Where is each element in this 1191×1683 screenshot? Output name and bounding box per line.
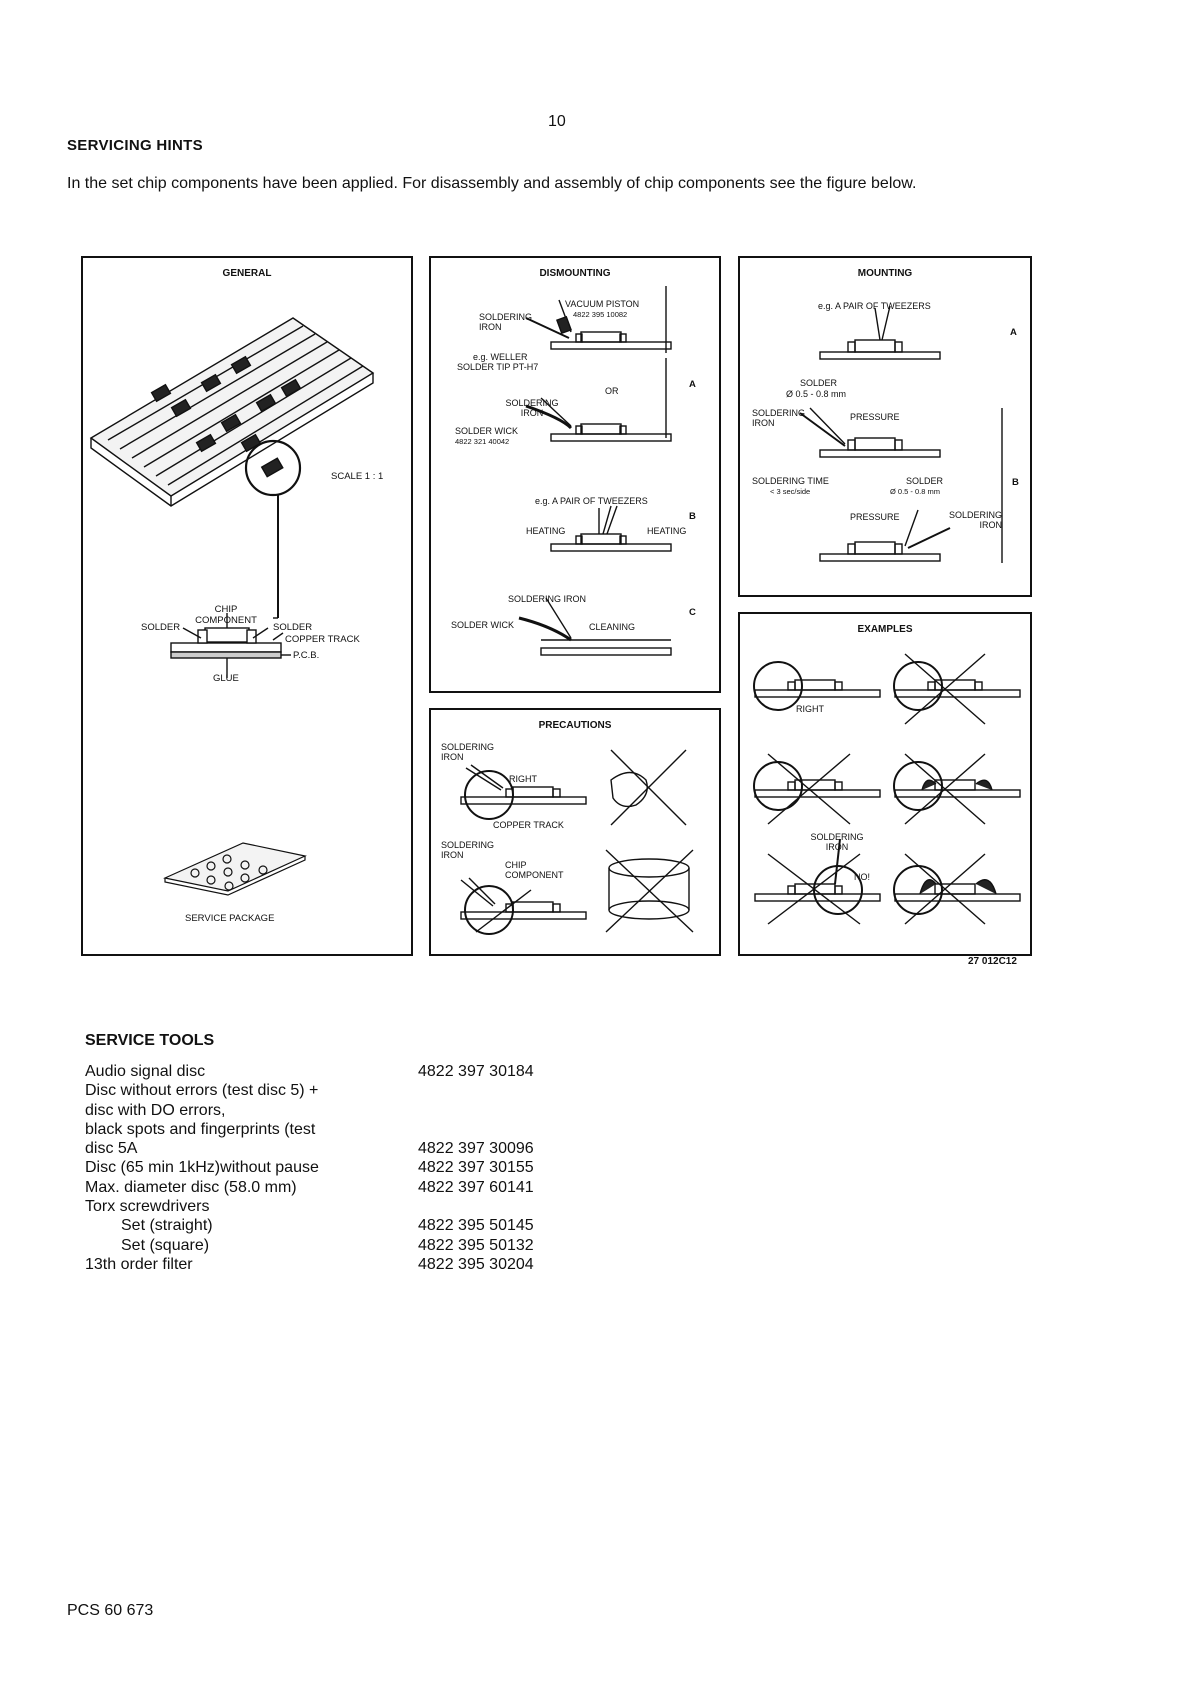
service-tool-code: 4822 397 60141 xyxy=(418,1178,534,1196)
general-panel: GENERAL xyxy=(81,256,413,956)
mark-c: C xyxy=(689,607,696,618)
heating-left-label: HEATING xyxy=(526,526,566,536)
service-tool-name: Set (square) xyxy=(121,1236,210,1254)
mounting-solder-dia-2: Ø 0.5 - 0.8 mm xyxy=(890,487,941,496)
mounting-solder-label: SOLDER xyxy=(800,378,838,388)
glue-label: GLUE xyxy=(213,673,239,684)
mounting-illustration xyxy=(799,305,1003,563)
prec-chip-component-label: CHIP COMPONENT xyxy=(505,860,564,880)
dismounting-title: DISMOUNTING xyxy=(539,268,611,279)
solder-tip-label: SOLDER TIP PT-H7 xyxy=(457,362,539,372)
cleaning-label: CLEANING xyxy=(589,622,636,632)
mounting-pressure-label-2: PRESSURE xyxy=(850,512,900,522)
vacuum-piston-label: VACUUM PISTON xyxy=(565,299,640,309)
service-tool-name: Disc (65 min 1kHz)without pause xyxy=(85,1159,319,1177)
service-tool-code: 4822 395 50145 xyxy=(418,1217,534,1235)
service-tool-name: Set (straight) xyxy=(121,1217,213,1235)
service-tool-name: Torx screwdrivers xyxy=(85,1198,210,1216)
mark-b: B xyxy=(689,511,696,522)
mounting-solder-dia: Ø 0.5 - 0.8 mm xyxy=(786,389,847,399)
service-tool-code: 4822 397 30155 xyxy=(418,1159,534,1177)
soldering-iron-label-3: SOLDERING IRON xyxy=(508,594,587,604)
soldering-iron-label-2: SOLDERING IRON xyxy=(505,398,559,418)
service-tool-row: disc with DO errors, xyxy=(85,1101,645,1120)
tweezers-label: e.g. A PAIR OF TWEEZERS xyxy=(535,496,648,506)
mark-a: A xyxy=(689,379,696,390)
examples-right-label: RIGHT xyxy=(796,704,824,714)
copper-track-label: COPPER TRACK xyxy=(285,634,360,645)
prec-soldering-iron-label-2: SOLDERING IRON xyxy=(441,840,495,860)
service-tool-code: 4822 397 30096 xyxy=(418,1140,534,1158)
mounting-mark-a: A xyxy=(1010,327,1017,338)
precautions-title: PRECAUTIONS xyxy=(538,720,612,731)
pcb-label: P.C.B. xyxy=(293,650,320,661)
solder-wick-code: 4822 321 40042 xyxy=(455,437,510,446)
mounting-soldering-iron-label-2: SOLDERING IRON xyxy=(948,510,1002,530)
solder-right-label: SOLDER xyxy=(273,622,313,633)
general-illustration xyxy=(89,317,375,896)
chip-component-text: CHIP COMPONENT xyxy=(195,604,257,626)
dismounting-illustration xyxy=(518,286,672,656)
soldering-time-value: < 3 sec/side xyxy=(770,487,811,496)
service-tool-name: 13th order filter xyxy=(85,1255,193,1273)
service-tool-code: 4822 397 30184 xyxy=(418,1063,534,1080)
service-tool-code: 4822 395 50132 xyxy=(418,1236,534,1254)
service-tool-row: Set (straight) 4822 395 50145 xyxy=(85,1216,645,1235)
examples-title: EXAMPLES xyxy=(857,624,913,635)
service-tool-name: Disc without errors (test disc 5) + xyxy=(85,1082,319,1100)
section-heading: SERVICING HINTS xyxy=(67,137,203,154)
service-tool-name: Max. diameter disc (58.0 mm) xyxy=(85,1178,297,1196)
prec-copper-track-label: COPPER TRACK xyxy=(493,820,564,830)
examples-illustration xyxy=(753,653,1021,925)
mounting-soldering-iron-label: SOLDERING IRON xyxy=(752,408,806,428)
service-tool-row: disc 5A 4822 397 30096 xyxy=(85,1139,645,1158)
general-title: GENERAL xyxy=(222,268,272,279)
prec-right-label: RIGHT xyxy=(509,774,537,784)
figure-code: 27 012C12 xyxy=(968,956,1017,967)
examples-no-label: NO! xyxy=(854,872,871,882)
page-number: 10 xyxy=(548,113,566,130)
soldering-iron-label-1: SOLDERING IRON xyxy=(479,312,533,332)
service-package-label: SERVICE PACKAGE xyxy=(185,913,275,924)
or-label: OR xyxy=(605,386,619,396)
service-tool-row: Disc without errors (test disc 5) + xyxy=(85,1081,645,1100)
dismounting-panel: DISMOUNTING xyxy=(429,256,721,693)
mounting-tweezers-label: e.g. A PAIR OF TWEEZERS xyxy=(818,301,931,311)
soldering-time-label: SOLDERING TIME xyxy=(752,476,829,486)
footer-code: PCS 60 673 xyxy=(67,1602,154,1619)
vacuum-piston-code: 4822 395 10082 xyxy=(573,310,628,319)
mounting-pressure-label: PRESSURE xyxy=(850,412,900,422)
service-tool-row: Torx screwdrivers xyxy=(85,1197,645,1216)
examples-soldering-iron-label: SOLDERING IRON xyxy=(810,832,864,852)
solder-wick-label: SOLDER WICK xyxy=(455,426,519,436)
mounting-mark-b: B xyxy=(1012,477,1019,488)
service-tool-name: disc 5A xyxy=(85,1140,138,1158)
prec-soldering-iron-label: SOLDERING IRON xyxy=(441,742,495,762)
service-tool-row: Set (square) 4822 395 50132 xyxy=(85,1236,645,1255)
solder-left-label: SOLDER xyxy=(141,622,181,633)
service-tool-name: Audio signal disc xyxy=(85,1063,206,1080)
mounting-solder-label-2: SOLDER xyxy=(906,476,944,486)
mounting-panel: MOUNTING e.g. A PAIR OF TWEEZERS A SOLDE… xyxy=(738,256,1032,597)
solder-wick-label-2: SOLDER WICK xyxy=(451,620,515,630)
service-tool-name: disc with DO errors, xyxy=(85,1101,226,1119)
service-tool-row: 13th order filter 4822 395 30204 xyxy=(85,1255,645,1274)
precautions-panel: PRECAUTIONS SO xyxy=(429,708,721,956)
service-tool-row: Disc (65 min 1kHz)without pause 4822 397 … xyxy=(85,1158,645,1177)
heating-right-label: HEATING xyxy=(647,526,687,536)
precautions-illustration xyxy=(460,749,694,935)
chip-component-label: CHIP COMPONENT xyxy=(191,604,261,626)
mounting-title: MOUNTING xyxy=(857,268,913,279)
service-tool-row: black spots and fingerprints (test xyxy=(85,1120,645,1139)
intro-paragraph: In the set chip components have been app… xyxy=(67,175,917,192)
scale-label: SCALE 1 : 1 xyxy=(331,471,384,482)
service-tool-row: Max. diameter disc (58.0 mm) 4822 397 601… xyxy=(85,1178,645,1197)
examples-panel: EXAMPLES xyxy=(738,612,1032,956)
service-tools-heading: SERVICE TOOLS xyxy=(85,1032,215,1049)
service-tool-row: Audio signal disc 4822 397 30184 xyxy=(85,1062,645,1081)
service-tool-name: black spots and fingerprints (test xyxy=(85,1120,316,1138)
weller-label: e.g. WELLER xyxy=(473,352,528,362)
service-tool-code: 4822 395 30204 xyxy=(418,1255,534,1273)
